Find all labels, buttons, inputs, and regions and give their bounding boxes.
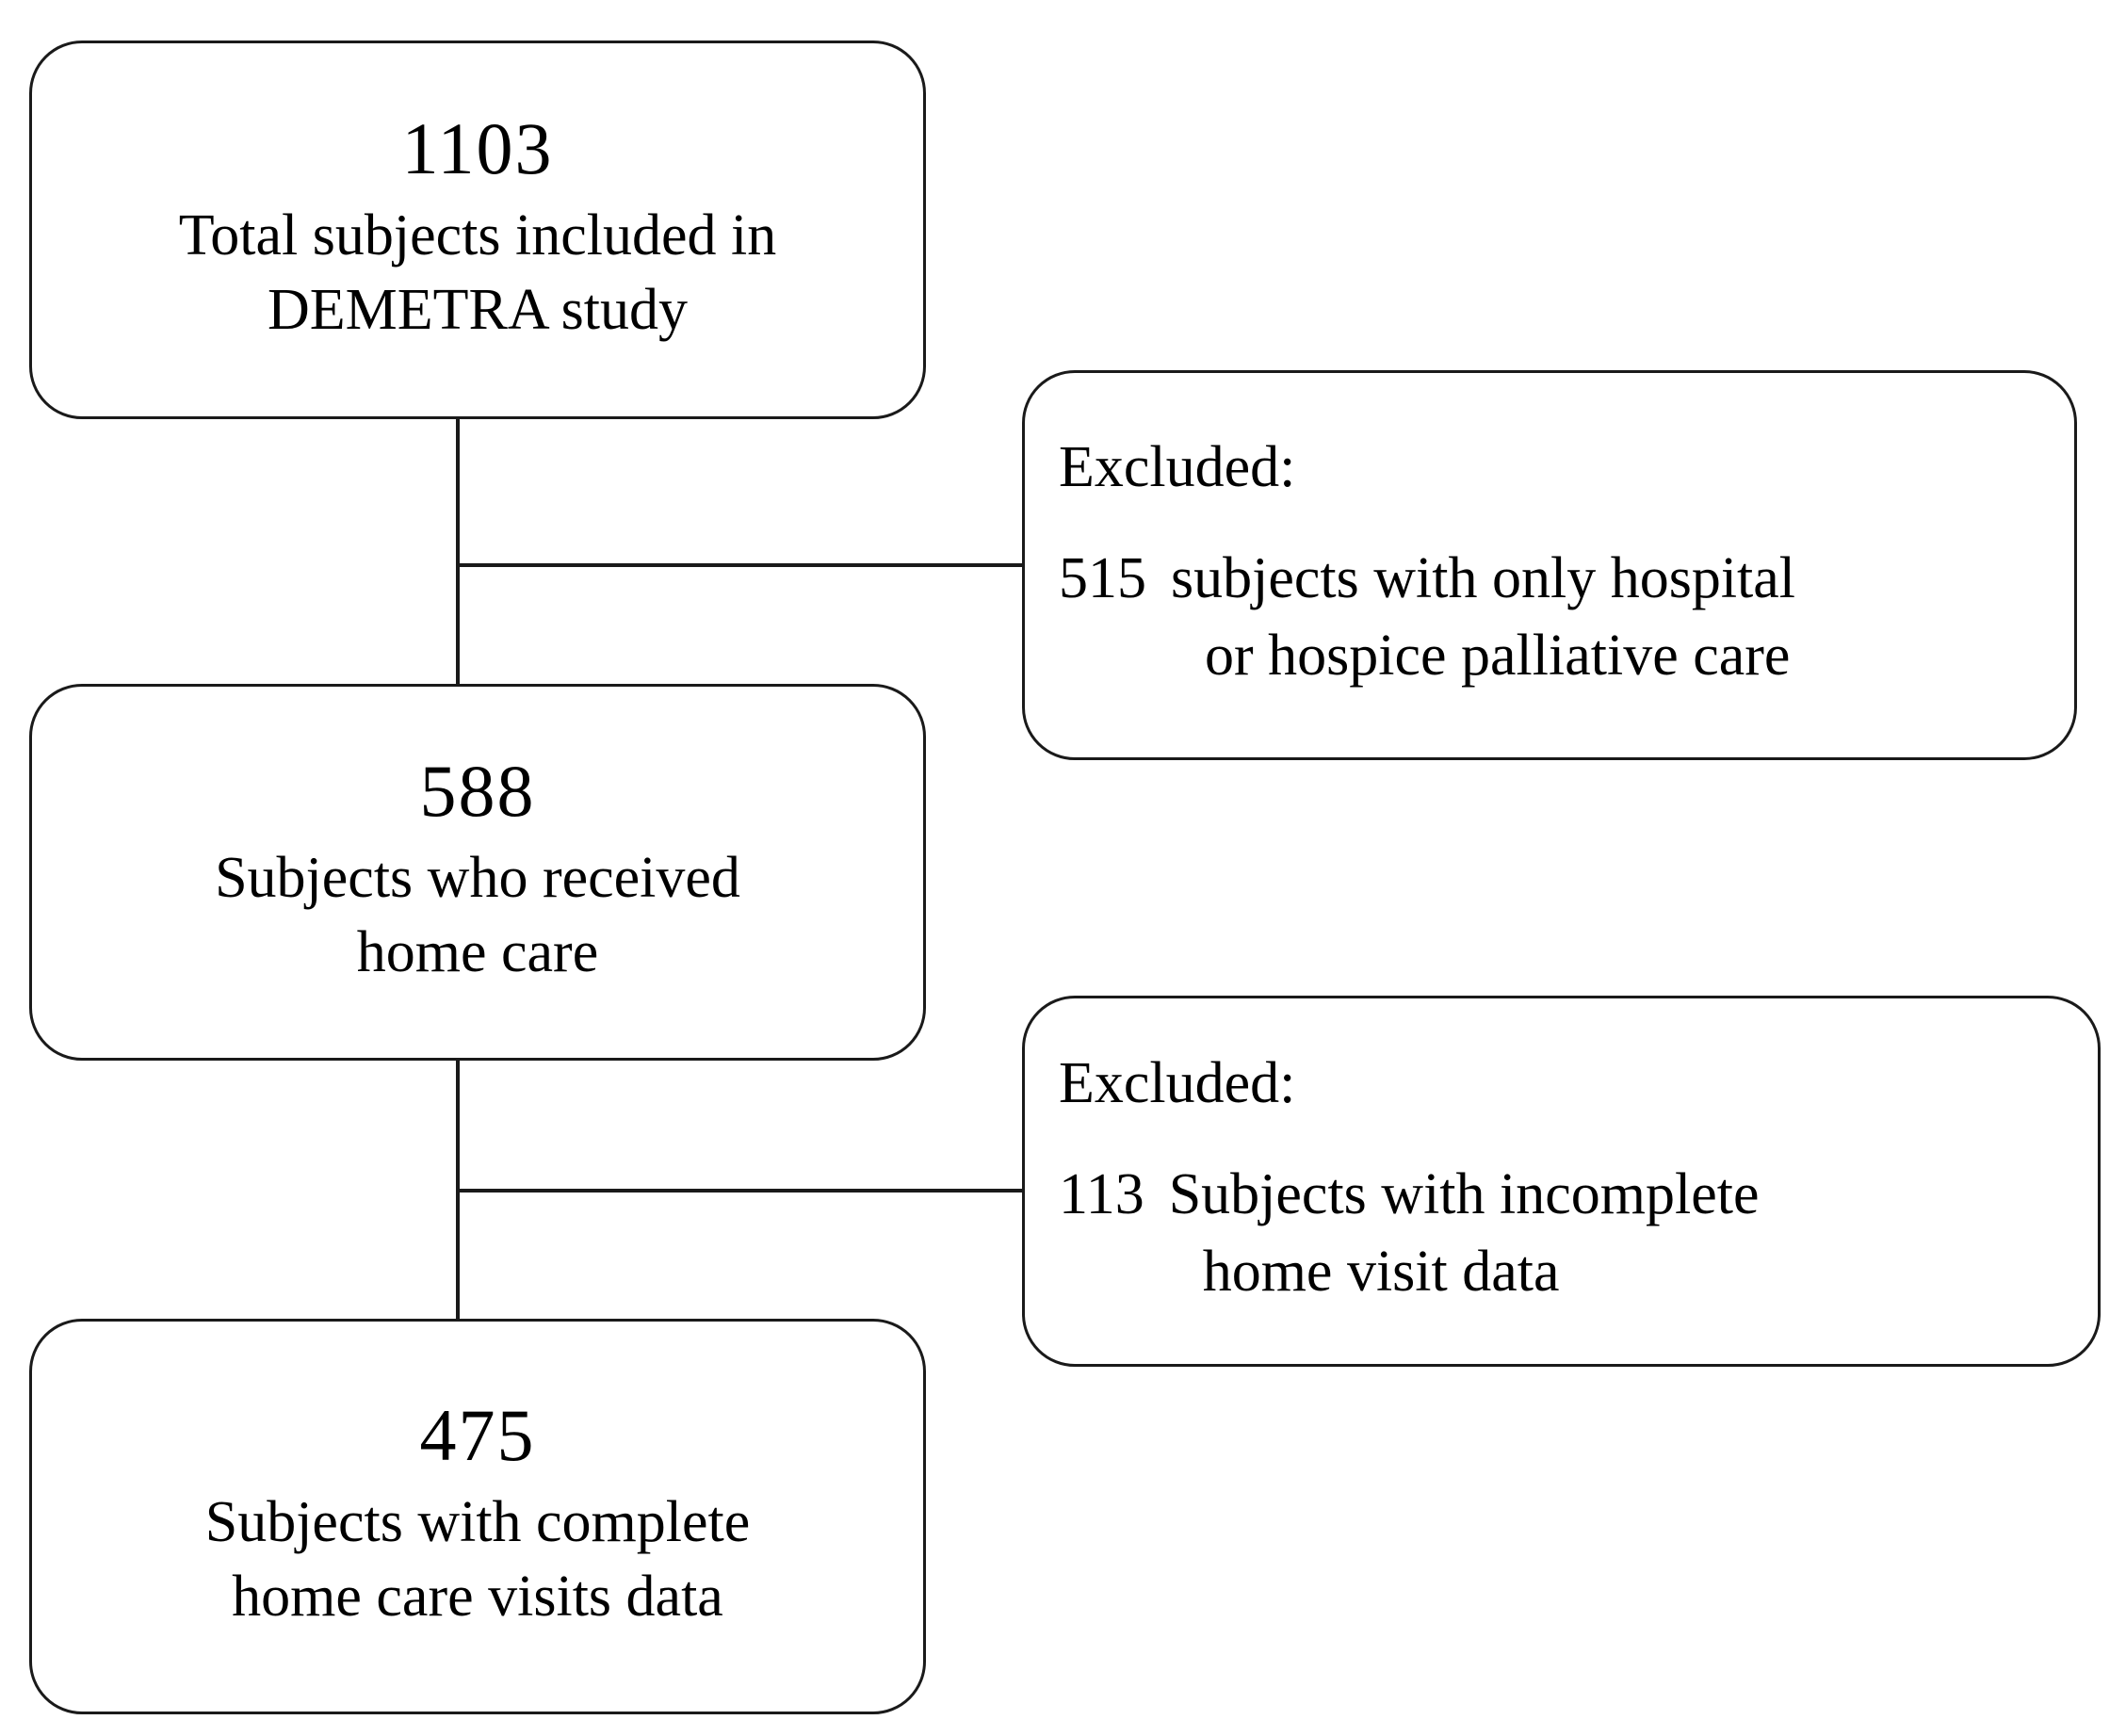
exclusion-count-1: 515: [1059, 546, 1146, 611]
connector-total-to-homecare: [456, 417, 460, 688]
exclusion-line-2-1: Subjects with incomplete: [1168, 1162, 1760, 1227]
exclusion-body-2: 113 Subjects with incomplete home visit …: [1059, 1157, 1759, 1311]
exclusion-count-2: 113: [1059, 1162, 1144, 1227]
node-line-complete-data-1: Subjects with complete: [204, 1489, 751, 1554]
exclusion-heading-1: Excluded:: [1059, 435, 1296, 500]
connector-to-exclusion-2: [456, 1189, 1022, 1192]
node-line-complete-data-2: home care visits data: [232, 1565, 723, 1629]
node-line-home-care-2: home care: [356, 920, 599, 984]
node-line-total-enrolled-1: Total subjects included in: [178, 203, 777, 268]
exclusion-text-2: Subjects with incomplete home visit data: [1169, 1157, 1760, 1311]
node-line-home-care-1: Subjects who received: [215, 845, 740, 910]
node-exclusion-hospital-hospice: Excluded: 515 subjects with only hospita…: [1022, 370, 2077, 760]
exclusion-line-2-2: home visit data: [1202, 1240, 1560, 1305]
exclusion-text-1: subjects with only hospital or hospice p…: [1171, 541, 1795, 695]
node-line-total-enrolled-2: DEMETRA study: [267, 278, 689, 342]
node-exclusion-incomplete-visits: Excluded: 113 Subjects with incomplete h…: [1022, 996, 2101, 1367]
exclusion-heading-2: Excluded:: [1059, 1051, 1296, 1116]
node-complete-data: 475 Subjects with complete home care vis…: [29, 1319, 926, 1714]
node-total-enrolled: 1103 Total subjects included in DEMETRA …: [29, 41, 926, 419]
node-count-total-enrolled: 1103: [401, 106, 554, 189]
exclusion-body-1: 515 subjects with only hospital or hospi…: [1059, 541, 1795, 695]
node-home-care: 588 Subjects who received home care: [29, 684, 926, 1061]
exclusion-line-1-1: subjects with only hospital: [1171, 546, 1796, 611]
connector-to-exclusion-1: [456, 563, 1022, 567]
exclusion-line-1-2: or hospice palliative care: [1205, 624, 1791, 689]
node-count-complete-data: 475: [419, 1393, 536, 1476]
node-count-home-care: 588: [419, 749, 536, 832]
